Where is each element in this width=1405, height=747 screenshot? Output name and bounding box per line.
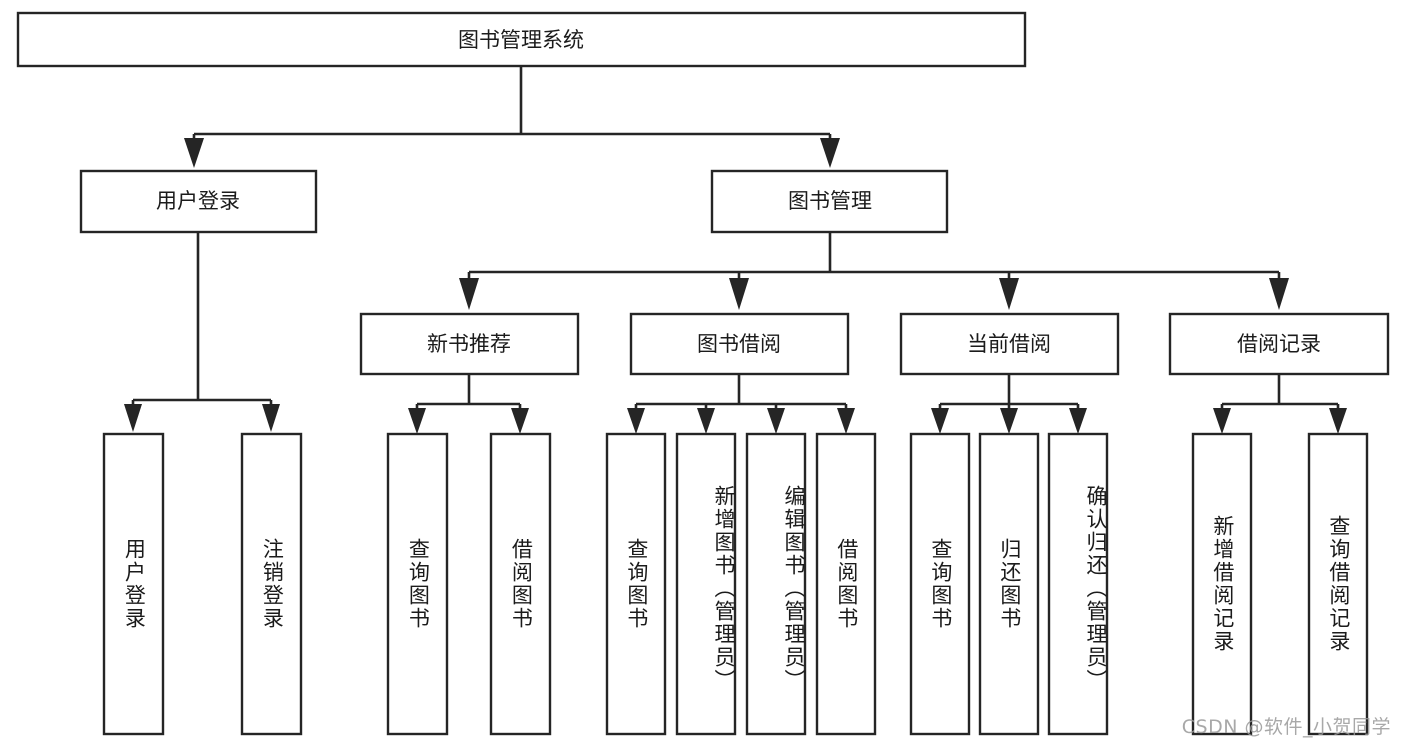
arrow-head-icon <box>408 408 426 434</box>
arrow-head-icon <box>1269 278 1289 310</box>
arrow-head-icon <box>837 408 855 434</box>
node-records-label: 借阅记录 <box>1237 332 1321 356</box>
node-current-box[interactable] <box>899 312 1120 376</box>
arrow-head-icon <box>262 404 280 432</box>
node-root-box[interactable] <box>16 11 1027 68</box>
arrow-head-icon <box>1329 408 1347 434</box>
node-current-label: 当前借阅 <box>967 332 1051 356</box>
leaf-query-record-box[interactable] <box>1307 432 1369 736</box>
leaf-borrow-book-box[interactable] <box>815 432 877 736</box>
connectors-records-to-leaves <box>1213 374 1347 434</box>
leaf-confirm-return-box[interactable] <box>1047 432 1109 736</box>
leaf-user-login-box[interactable] <box>102 432 165 736</box>
arrow-head-icon <box>999 278 1019 310</box>
arrow-head-icon <box>729 278 749 310</box>
connectors-login-to-leaves <box>124 232 280 432</box>
leaf-edit-book-box[interactable] <box>745 432 807 736</box>
leaf-add-record-box[interactable] <box>1191 432 1253 736</box>
connectors-borrow-to-leaves <box>627 374 855 434</box>
connectors-bookmgmt-to-level3 <box>459 232 1289 310</box>
node-login-label: 用户登录 <box>156 189 240 213</box>
connectors-newrec-to-leaves <box>408 374 529 434</box>
leaf-return-book-box[interactable] <box>978 432 1040 736</box>
node-records[interactable]: 借阅记录 <box>1168 312 1390 376</box>
arrow-head-icon <box>511 408 529 434</box>
watermark-text: CSDN @软件_小贺同学 <box>1181 716 1391 738</box>
leaf-query-book-borrow-box[interactable] <box>605 432 667 736</box>
node-root[interactable]: 图书管理系统 <box>16 11 1027 68</box>
node-borrow-label: 图书借阅 <box>697 332 781 356</box>
node-bookmgmt-label: 图书管理 <box>788 189 872 213</box>
node-borrow[interactable]: 图书借阅 <box>629 312 850 376</box>
arrow-head-icon <box>820 138 840 168</box>
arrow-head-icon <box>124 404 142 432</box>
node-root-label: 图书管理系统 <box>458 28 584 52</box>
arrow-head-icon <box>1000 408 1018 434</box>
arrow-head-icon <box>1069 408 1087 434</box>
node-newrec[interactable]: 新书推荐 <box>359 312 580 376</box>
node-newrec-label: 新书推荐 <box>427 332 511 356</box>
arrow-head-icon <box>767 408 785 434</box>
connectors-current-to-leaves <box>931 374 1087 434</box>
leaf-query-book-rec-box[interactable] <box>386 432 449 736</box>
arrow-head-icon <box>931 408 949 434</box>
arrow-head-icon <box>697 408 715 434</box>
leaf-borrow-book-rec-box[interactable] <box>489 432 552 736</box>
node-bookmgmt[interactable]: 图书管理 <box>710 169 949 234</box>
node-current[interactable]: 当前借阅 <box>899 312 1120 376</box>
node-login[interactable]: 用户登录 <box>79 169 318 234</box>
arrow-head-icon <box>459 278 479 310</box>
leaf-boxes <box>102 432 1369 736</box>
leaf-add-book-box[interactable] <box>675 432 737 736</box>
node-borrow-box[interactable] <box>629 312 850 376</box>
connectors-root-to-level2 <box>184 66 840 168</box>
arrow-head-icon <box>1213 408 1231 434</box>
node-newrec-box[interactable] <box>359 312 580 376</box>
leaf-user-logout-box[interactable] <box>240 432 303 736</box>
node-bookmgmt-box[interactable] <box>710 169 949 234</box>
arrow-head-icon <box>184 138 204 168</box>
arrow-head-icon <box>627 408 645 434</box>
leaf-query-book-current-box[interactable] <box>909 432 971 736</box>
node-records-box[interactable] <box>1168 312 1390 376</box>
node-login-box[interactable] <box>79 169 318 234</box>
